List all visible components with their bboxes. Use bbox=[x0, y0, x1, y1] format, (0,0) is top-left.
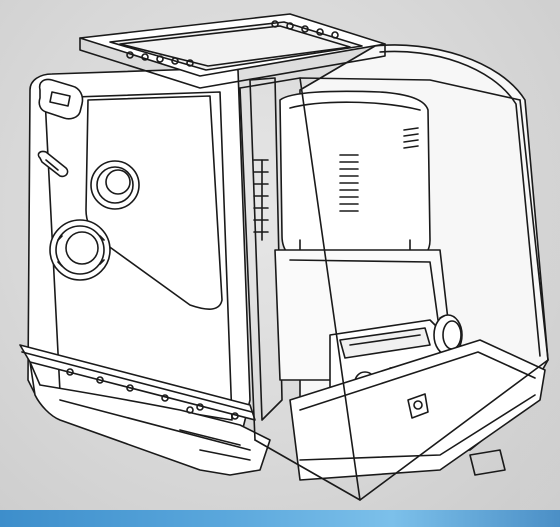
hood-outline bbox=[239, 77, 521, 101]
clamp-knob bbox=[49, 219, 111, 281]
column-slots bbox=[253, 159, 269, 233]
status-slot bbox=[37, 150, 69, 178]
column-frame bbox=[249, 77, 283, 421]
tray-latch bbox=[407, 393, 429, 419]
side-vents bbox=[403, 127, 419, 149]
base-plate bbox=[29, 361, 271, 476]
accent-band bbox=[0, 510, 560, 527]
carry-handle bbox=[38, 78, 84, 120]
upper-knob bbox=[90, 160, 140, 210]
vent-grille bbox=[339, 154, 359, 212]
